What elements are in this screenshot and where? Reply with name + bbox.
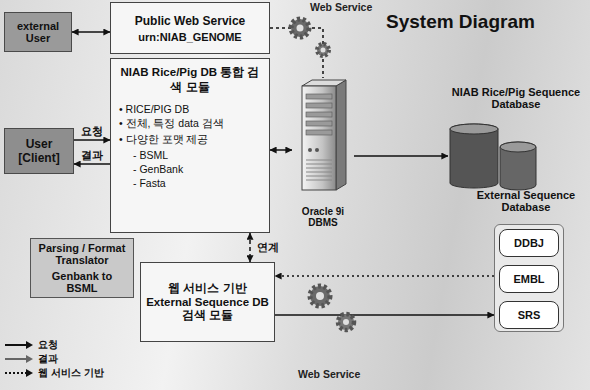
module-box: 웹 서비스 기반 External Sequence DB 검색 모듈 (140, 262, 275, 342)
vent-line (306, 164, 332, 165)
node-title: Public Web Service (115, 14, 265, 28)
user-box: external User (4, 12, 72, 52)
edge-label: 연계 (256, 241, 280, 254)
legend-text: 결과 (38, 352, 58, 366)
node-text: - BSML (119, 149, 261, 161)
power-light (315, 148, 319, 152)
node-title: DDBJ (502, 237, 556, 249)
node-text: - Fasta (119, 177, 261, 189)
node-title: 웹 서비스 기반 External Sequence DB 검색 모듈 (145, 281, 270, 323)
node-title: External Sequence Database (467, 189, 585, 213)
gear-icon (317, 44, 329, 56)
user-box: User [Client] (4, 128, 74, 174)
gear-teeth (338, 314, 354, 330)
node-text: Genbank to BSML (35, 270, 129, 294)
vent-line (306, 172, 332, 173)
cylinder-body (450, 124, 498, 188)
vent-line (306, 160, 332, 161)
vent-line (306, 168, 332, 169)
edge-label: 요청 (80, 125, 104, 138)
gear-teeth (310, 286, 330, 306)
gear-teeth (317, 44, 329, 56)
legend-line (5, 358, 27, 360)
cylinder-body (500, 142, 536, 190)
server-top (302, 80, 346, 86)
node-title: User [Client] (9, 137, 69, 165)
connector (275, 314, 494, 316)
gear-icon (291, 19, 309, 37)
legend-arrow-head (26, 341, 33, 349)
module-box: NIAB Rice/Pig DB 통합 검색 모듈 • RICE/PIG DB • … (110, 58, 270, 233)
gear-hub (297, 25, 304, 32)
cylinder-top (500, 142, 536, 152)
gear-icon (338, 314, 354, 330)
node-title: SRS (502, 309, 556, 321)
sequence-database: NIAB Rice/Pig Sequence Database (448, 120, 538, 192)
edge-label: 결과 (80, 149, 104, 162)
external-database-stack: External Sequence DatabaseDDBJEMBLSRS (494, 224, 564, 332)
translator-box: Parsing / Format TranslatorGenbank to BS… (30, 238, 134, 298)
dbms-server: Oracle 9i DBMS (292, 78, 354, 228)
connector (72, 31, 110, 33)
node-title: external User (9, 20, 67, 44)
drive-slot (306, 112, 332, 117)
node-title: NIAB Rice/Pig DB 통합 검색 모듈 (119, 65, 261, 95)
database-drum: SRS (499, 301, 559, 329)
server-icon (292, 78, 354, 194)
legend: 요청결과웹 서비스 기반 (4, 338, 104, 380)
connector (249, 233, 251, 262)
database-icon (448, 120, 538, 192)
legend-row: 요청 (4, 338, 104, 352)
node-text: • 다양한 포맷 제공 (119, 133, 261, 147)
database-drum: DDBJ (499, 229, 559, 257)
node-title: NIAB Rice/Pig Sequence Database (448, 86, 584, 110)
legend-text: 요청 (38, 338, 58, 352)
connector (74, 139, 110, 141)
vent-line (306, 176, 332, 177)
server-body (302, 86, 336, 190)
drive-slot (306, 121, 332, 126)
node-title: EMBL (502, 273, 556, 285)
connector (354, 155, 448, 157)
drive-slot (306, 94, 332, 99)
legend-sample (4, 368, 34, 378)
diagram-title: System Diagram (386, 11, 535, 33)
gear-hub (321, 48, 326, 53)
node-text: • RICE/PIG DB (119, 103, 261, 115)
database-drum: EMBL (499, 265, 559, 293)
node-text: - GenBank (119, 163, 261, 175)
server-side (336, 80, 346, 190)
gear-teeth (291, 19, 309, 37)
legend-line (5, 372, 27, 374)
legend-text: 웹 서비스 기반 (38, 366, 104, 380)
legend-line (5, 344, 27, 346)
vent-line (306, 180, 332, 181)
node-title: Parsing / Format Translator (35, 242, 129, 266)
legend-sample (4, 340, 34, 350)
service-box: Public Web Service urn:NIAB_GENOME (110, 2, 270, 54)
connector (74, 163, 110, 165)
gear-hub (316, 292, 324, 300)
cylinder-top (450, 124, 498, 134)
gear-icon (310, 286, 330, 306)
connector (275, 275, 494, 277)
legend-arrow-head (26, 355, 33, 363)
legend-row: 웹 서비스 기반 (4, 366, 104, 380)
legend-row: 결과 (4, 352, 104, 366)
power-light (308, 148, 312, 152)
node-text: • 전체, 특정 data 검색 (119, 117, 261, 131)
node-title: Oracle 9i DBMS (292, 206, 354, 228)
gear-hub (343, 319, 349, 325)
legend-sample (4, 354, 34, 364)
node-text: urn:NIAB_GENOME (115, 31, 265, 43)
drive-slot (306, 103, 332, 108)
service-label: Web Service (298, 368, 360, 380)
legend-arrow-head (26, 369, 33, 377)
connector (270, 149, 292, 151)
service-label: Web Service (310, 1, 372, 13)
drive-slot (306, 130, 332, 135)
